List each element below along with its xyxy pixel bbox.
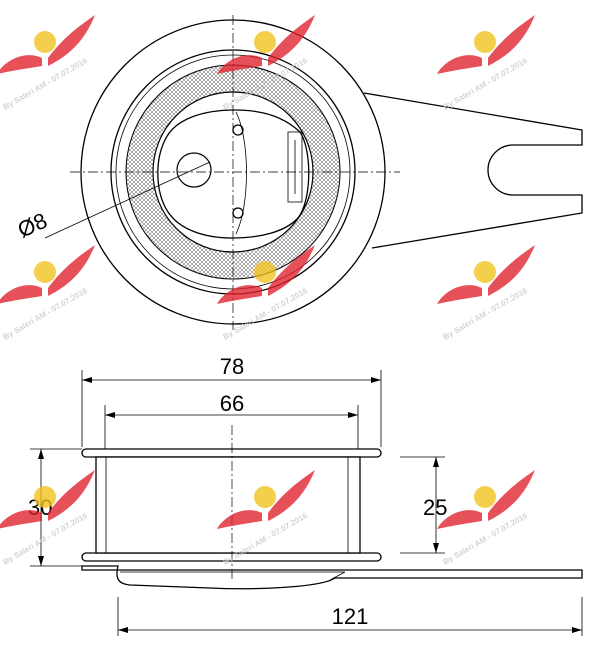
bore-leader xyxy=(44,161,211,239)
bracket-arm xyxy=(363,92,583,249)
arrows-25 xyxy=(433,457,439,553)
inner-width-label: 66 xyxy=(220,391,244,416)
watermark-wing-left xyxy=(0,285,42,304)
watermark-wing-left xyxy=(217,285,262,304)
watermark-badge xyxy=(474,486,496,508)
watermark-wing-left xyxy=(217,510,262,529)
overall-length-label: 121 xyxy=(332,604,369,629)
base-plate xyxy=(81,565,583,590)
watermark-wing-left xyxy=(0,55,42,74)
top-flange xyxy=(81,448,382,458)
watermark-logo: By Saleri AM - 07.07.2016 xyxy=(0,245,95,342)
adjuster-slot xyxy=(287,131,303,203)
watermark-wing-right xyxy=(268,470,315,521)
watermark-logo: By Saleri AM - 07.07.2016 xyxy=(437,470,535,567)
watermark-wing-left xyxy=(0,510,42,529)
outer-diameter-label: 78 xyxy=(220,354,244,379)
side-view: 78 66 30 25 121 xyxy=(28,354,583,636)
watermark-wing-right xyxy=(48,470,95,521)
watermark-wing-right xyxy=(268,245,315,296)
eccentric-hub xyxy=(157,109,310,239)
bore-dimension-label: Ø8 xyxy=(14,208,51,243)
watermark-badge xyxy=(474,31,496,53)
watermark-wing-left xyxy=(437,55,482,74)
watermark-badge xyxy=(254,261,276,283)
watermark-badge xyxy=(34,31,56,53)
pulley-body xyxy=(95,456,361,554)
watermark-badge xyxy=(34,261,56,283)
watermark-wing-right xyxy=(48,15,95,66)
watermark-badge xyxy=(254,486,276,508)
watermark-wing-right xyxy=(268,15,315,66)
watermark-wing-left xyxy=(217,55,262,74)
watermark-wing-right xyxy=(488,470,535,521)
watermark-wing-right xyxy=(48,245,95,296)
center-bore xyxy=(176,152,212,188)
watermark-wing-left xyxy=(437,285,482,304)
hub-seam xyxy=(235,111,247,235)
watermark-wing-left xyxy=(437,510,482,529)
top-view: Ø8 xyxy=(14,15,583,330)
watermark-badge xyxy=(474,261,496,283)
watermark-logo: By Saleri AM - 07.07.2016 xyxy=(0,15,95,112)
watermark-wing-right xyxy=(488,245,535,296)
pulley-width-label: 25 xyxy=(423,495,447,520)
watermark-badge xyxy=(254,31,276,53)
watermark-badge xyxy=(34,486,56,508)
watermark-wing-right xyxy=(488,15,535,66)
watermark-logo: By Saleri AM - 07.07.2016 xyxy=(437,15,535,112)
base-plate-detail xyxy=(120,571,346,581)
watermark-logo: By Saleri AM - 07.07.2016 xyxy=(437,245,535,342)
